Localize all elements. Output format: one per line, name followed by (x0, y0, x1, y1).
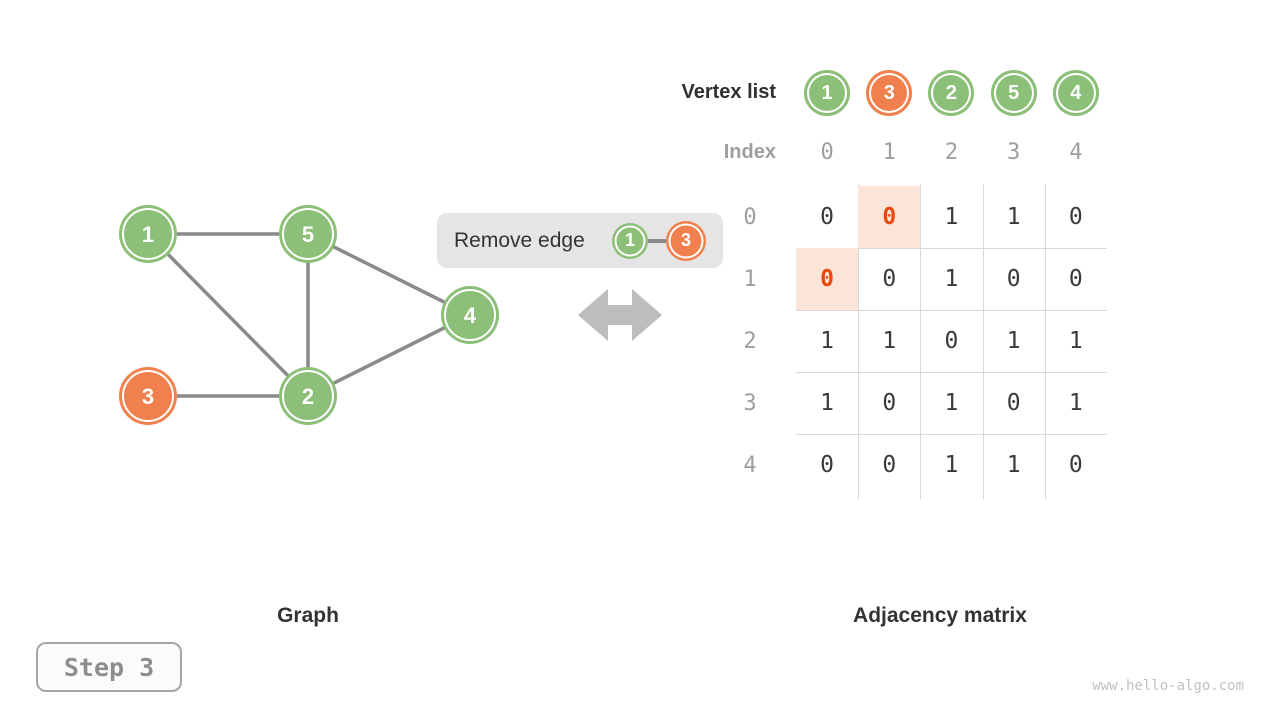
graph-node: 5 (279, 205, 337, 263)
graph-node: 2 (279, 367, 337, 425)
matrix-cell: 1 (820, 390, 835, 416)
vertex-circle: 3 (866, 70, 913, 116)
index-value: 4 (1069, 139, 1083, 165)
vertex-cell: 2 (920, 70, 982, 116)
vertex-cell: 5 (983, 70, 1045, 116)
watermark: www.hello-algo.com (1092, 678, 1244, 694)
matrix-cell: 1 (1068, 328, 1083, 354)
matrix-cell: 1 (944, 204, 959, 230)
matrix-cell: 1 (1006, 328, 1021, 354)
matrix-cell: 0 (944, 328, 959, 354)
matrix-cell: 1 (820, 328, 835, 354)
graph-node: 4 (441, 286, 499, 344)
grid-line-horizontal (796, 434, 1107, 435)
index-row: 0 1 2 3 4 (796, 126, 1107, 178)
row-label: 0 (743, 204, 757, 230)
vertex-circle: 4 (1052, 70, 1099, 116)
edge-connector (644, 238, 670, 243)
matrix-cell: 0 (820, 204, 835, 230)
index-value: 0 (820, 139, 834, 165)
matrix-cell: 1 (944, 452, 959, 478)
vertex-circle: 1 (804, 70, 851, 116)
row-label: 1 (743, 266, 757, 292)
matrix-cell: 0 (1006, 266, 1021, 292)
step-badge: Step 3 (36, 642, 182, 692)
matrix-row-labels: 0 1 2 3 4 (722, 186, 778, 496)
matrix-cell: 1 (882, 328, 897, 354)
matrix-cell: 1 (944, 390, 959, 416)
matrix-cell: 0 (1068, 266, 1083, 292)
matrix-cell: 1 (944, 266, 959, 292)
graph-caption: Graph (277, 604, 339, 627)
vertex-circle: 2 (928, 70, 975, 116)
operation-label: Remove edge (454, 228, 585, 252)
svg-text:4: 4 (464, 303, 477, 328)
graph-edge (307, 232, 471, 317)
index-value: 1 (882, 139, 896, 165)
graph-drawing: 1 5 4 3 2 (119, 205, 499, 425)
matrix-caption: Adjacency matrix (853, 604, 1027, 627)
grid-line-vertical (920, 184, 922, 499)
svg-text:2: 2 (302, 384, 314, 409)
grid-line-vertical (982, 184, 984, 499)
index-label: Index (723, 141, 776, 163)
matrix-cell: 0 (1006, 390, 1021, 416)
index-value: 3 (1007, 139, 1021, 165)
matrix-cell: 0 (858, 186, 921, 248)
graph-node: 3 (119, 367, 177, 425)
operation-node: 1 (612, 222, 648, 259)
grid-line-horizontal (796, 248, 1107, 249)
svg-text:3: 3 (142, 384, 154, 409)
matrix-cell: 0 (1068, 204, 1083, 230)
vertex-cell: 4 (1045, 70, 1107, 116)
grid-line-horizontal (796, 372, 1107, 373)
double-arrow-icon (578, 289, 662, 341)
vertex-cell: 1 (796, 70, 858, 116)
vertex-circle: 5 (990, 70, 1037, 116)
graph-edge (146, 232, 310, 398)
matrix-cell: 1 (1068, 390, 1083, 416)
matrix-cell: 0 (820, 452, 835, 478)
grid-line-vertical (1044, 184, 1046, 499)
matrix-cell: 1 (1006, 452, 1021, 478)
graph-node: 1 (119, 205, 177, 263)
grid-line-vertical (858, 184, 860, 499)
matrix-cell: 0 (1068, 452, 1083, 478)
vertex-cell: 3 (858, 70, 920, 116)
svg-text:5: 5 (302, 222, 314, 247)
grid-line-horizontal (796, 310, 1107, 311)
matrix-cell: 1 (1006, 204, 1021, 230)
graph-edge (307, 313, 471, 398)
row-label: 3 (743, 390, 757, 416)
row-label: 4 (743, 452, 757, 478)
svg-text:1: 1 (142, 222, 154, 247)
matrix-cell: 0 (882, 266, 897, 292)
matrix-cell: 0 (882, 390, 897, 416)
row-label: 2 (743, 328, 757, 354)
matrix-cell: 0 (796, 248, 859, 310)
operation-node: 3 (666, 220, 706, 261)
index-value: 2 (944, 139, 959, 165)
vertex-list-label: Vertex list (681, 81, 776, 103)
matrix-cell: 0 (882, 452, 897, 478)
